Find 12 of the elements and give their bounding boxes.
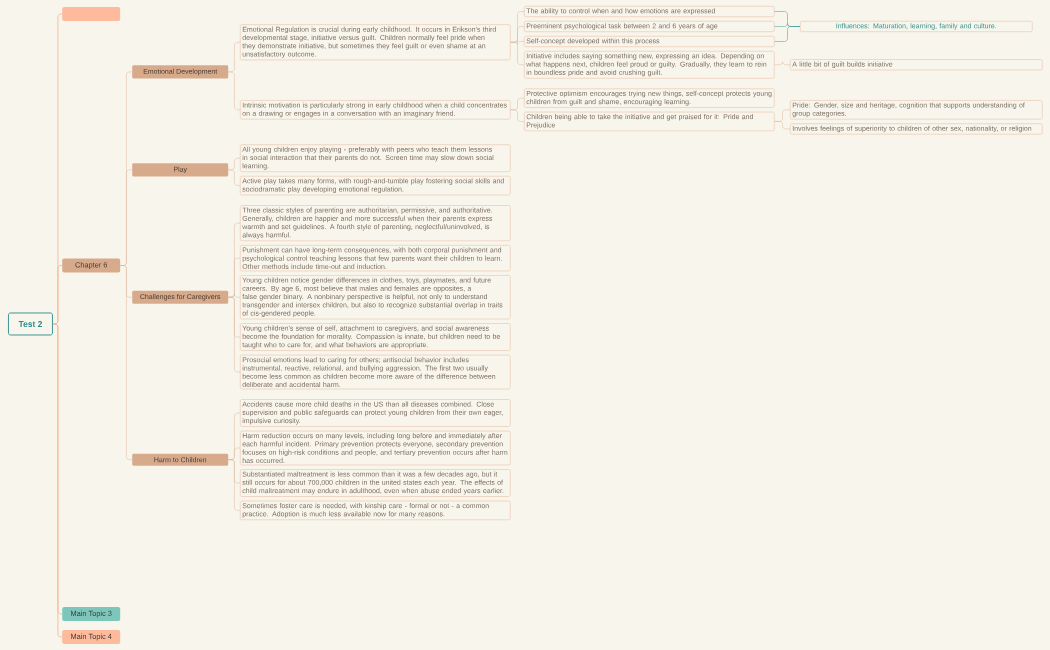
branch-connector [510, 42, 525, 65]
branch-connector [774, 121, 791, 130]
empty-topic-box [62, 7, 121, 21]
branch-connector [228, 71, 241, 111]
root-topic-box: Test 2 [8, 312, 53, 336]
branch-connector [774, 61, 791, 65]
summary-bracket [774, 26, 801, 42]
branch-connector [228, 297, 241, 373]
branch-connector [510, 109, 525, 122]
branch-connector [228, 169, 241, 186]
branch-connector [120, 265, 133, 460]
branch-connector [228, 459, 241, 511]
